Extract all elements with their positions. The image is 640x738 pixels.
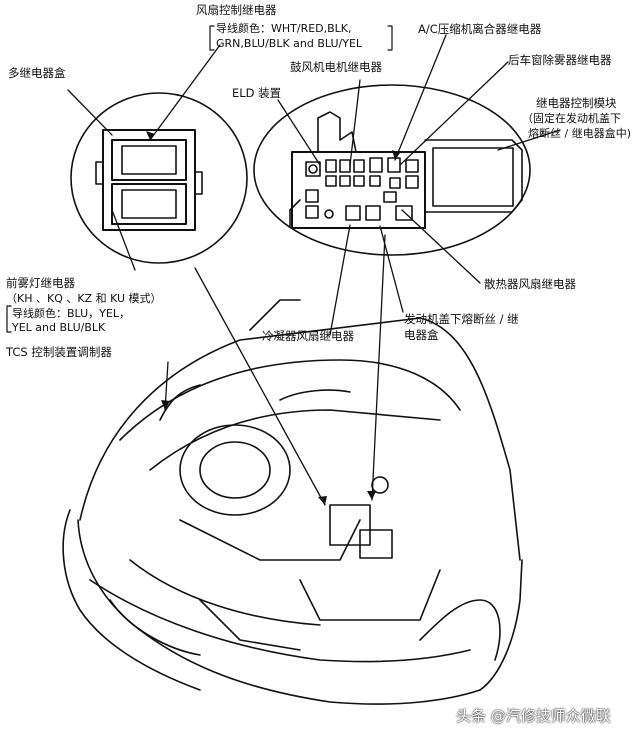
radiator-fan-relay-label: 散热器风扇继电器	[484, 277, 576, 291]
rear-defogger-label: 后车窗除雾器继电器	[508, 53, 612, 67]
car-body	[62, 299, 523, 705]
relay-module-label-2: （固定在发动机盖下	[522, 112, 621, 125]
fan-relay-label: 风扇控制继电器	[196, 3, 277, 17]
fog-wire-label-1: 导线颜色：BLU，YEL，	[12, 307, 130, 320]
eld-label: ELD 装置	[232, 86, 282, 100]
watermark: 头条 @汽修技师众微联	[456, 707, 611, 725]
tcs-modulator-label: TCS 控制装置调制器	[6, 345, 112, 359]
leader-lines	[67, 34, 561, 506]
fog-relay-label-2: （KH 、KQ 、KZ 和 KU 模式）	[6, 292, 162, 305]
blower-relay-label: 鼓风机电机继电器	[290, 60, 382, 74]
condenser-fan-relay-label: 冷凝器风扇继电器	[262, 329, 354, 343]
fog-wire-label-2: YEL and BLU/BLK	[12, 321, 106, 334]
fan-relay-wire-label-2: GRN,BLU/BLK and BLU/YEL	[216, 37, 363, 50]
underhood-box-label-1: 发动机盖下熔断丝 / 继	[404, 312, 519, 326]
multi-relay-box-circle	[70, 92, 248, 264]
underhood-box-ellipse	[253, 84, 531, 256]
relay-module-label-1: 继电器控制模块	[536, 96, 617, 110]
multi-relay-box-label: 多继电器盒	[8, 66, 66, 80]
ac-relay-label: A/C压缩机离合器继电器	[418, 22, 542, 36]
underhood-box-label-2: 电器盒	[404, 328, 439, 342]
relay-module-label-3: 熔断丝 / 继电器盒中)	[528, 127, 631, 140]
fan-relay-wire-label-1: 导线颜色：WHT/RED,BLK,	[216, 22, 352, 35]
fog-relay-label-1: 前雾灯继电器	[6, 276, 75, 290]
